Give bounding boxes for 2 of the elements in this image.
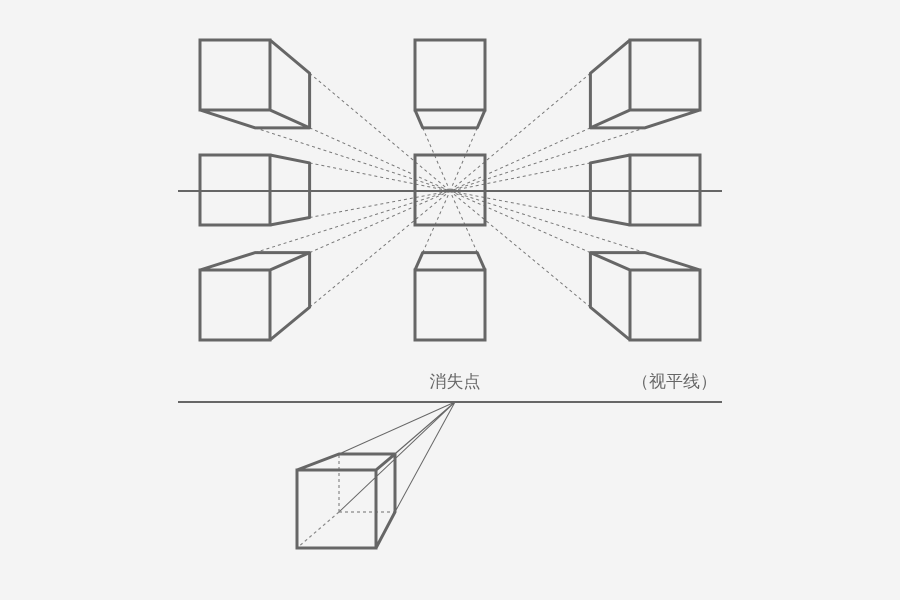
vanishing-point-label: 消失点	[430, 372, 480, 392]
horizon-line-label: （视平线）	[632, 372, 717, 392]
